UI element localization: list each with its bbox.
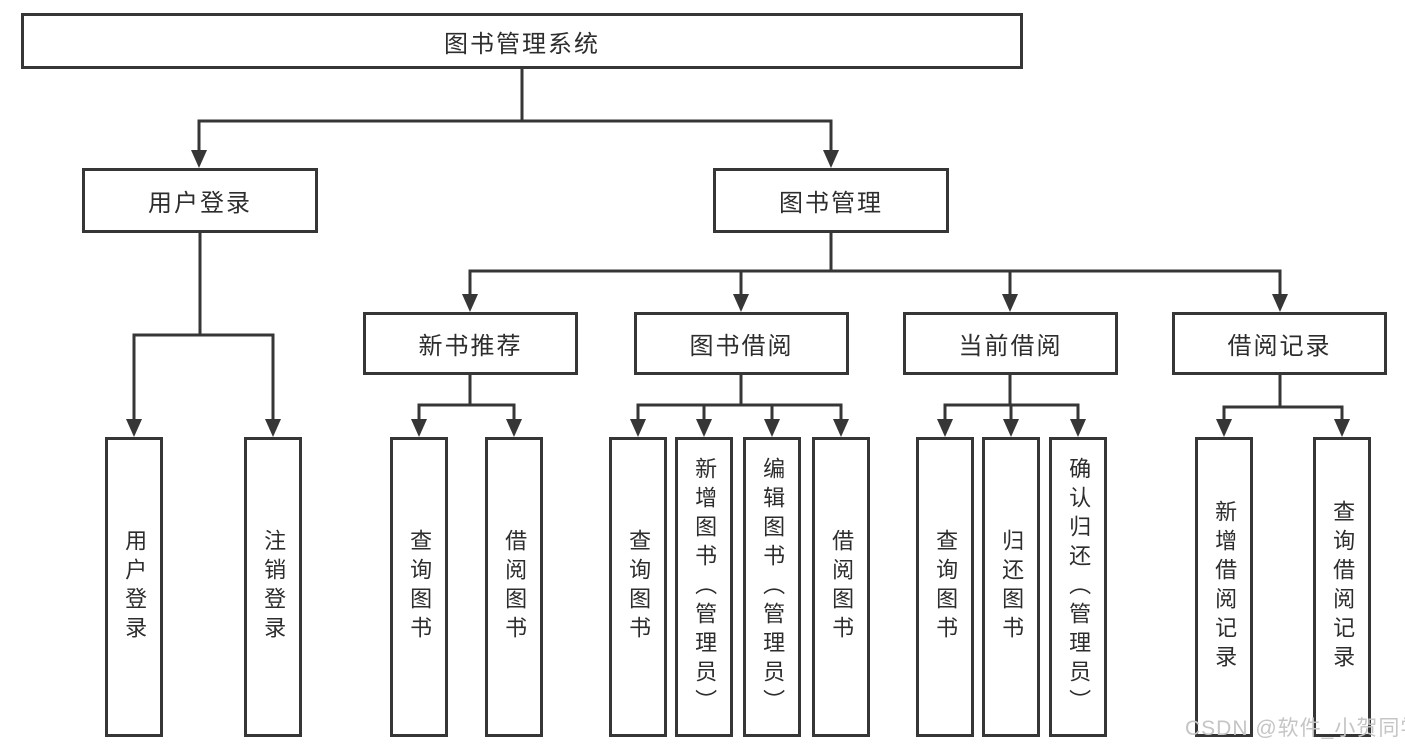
- node-current-borrow: 当前借阅: [903, 312, 1118, 375]
- leaf-return-book-label: 归还图书: [999, 529, 1025, 645]
- leaf-query-books-recommend-label: 查询图书: [407, 529, 433, 645]
- leaf-query-books-recommend: 查询图书: [390, 437, 448, 737]
- node-current-borrow-label: 当前借阅: [958, 333, 1063, 360]
- leaf-query-borrow-record-label: 查询借阅记录: [1330, 500, 1356, 674]
- leaf-borrow-books-recommend-label: 借阅图书: [502, 529, 528, 645]
- node-root: 图书管理系统: [21, 13, 1023, 69]
- leaf-user-login-label: 用户登录: [122, 529, 148, 645]
- leaf-add-book-admin-label: 新增图书（管理员）: [692, 456, 718, 718]
- leaf-query-borrow-record: 查询借阅记录: [1313, 437, 1371, 737]
- node-user-login-label: 用户登录: [148, 190, 252, 217]
- leaf-borrow-books-recommend: 借阅图书: [485, 437, 543, 737]
- leaf-query-books-current: 查询图书: [916, 437, 974, 737]
- leaf-borrow-books: 借阅图书: [812, 437, 870, 737]
- node-borrow-records-label: 借阅记录: [1227, 333, 1332, 360]
- node-root-label: 图书管理系统: [444, 30, 600, 58]
- leaf-add-borrow-record-label: 新增借阅记录: [1212, 500, 1238, 674]
- leaf-logout-label: 注销登录: [261, 529, 287, 645]
- leaf-query-books-borrow: 查询图书: [609, 437, 667, 737]
- leaf-return-book: 归还图书: [982, 437, 1040, 737]
- arrowheads: [126, 150, 1350, 437]
- node-new-book-recommend-label: 新书推荐: [418, 333, 523, 360]
- leaf-query-books-borrow-label: 查询图书: [626, 529, 652, 645]
- node-book-borrow-label: 图书借阅: [689, 333, 794, 360]
- node-new-book-recommend: 新书推荐: [363, 312, 578, 375]
- leaf-confirm-return-admin-label: 确认归还（管理员）: [1066, 456, 1092, 718]
- node-book-management-label: 图书管理: [779, 190, 883, 217]
- leaf-add-borrow-record: 新增借阅记录: [1195, 437, 1253, 737]
- csdn-watermark: CSDN @软件_小贺同学: [1185, 717, 1405, 740]
- leaf-confirm-return-admin: 确认归还（管理员）: [1049, 437, 1107, 737]
- leaf-add-book-admin: 新增图书（管理员）: [675, 437, 733, 737]
- leaf-edit-book-admin-label: 编辑图书（管理员）: [760, 456, 786, 718]
- node-user-login: 用户登录: [82, 168, 318, 233]
- leaf-logout: 注销登录: [244, 437, 302, 737]
- leaf-query-books-current-label: 查询图书: [933, 529, 959, 645]
- leaf-borrow-books-label: 借阅图书: [829, 529, 855, 645]
- leaf-edit-book-admin: 编辑图书（管理员）: [743, 437, 801, 737]
- node-book-management: 图书管理: [713, 168, 949, 233]
- leaf-user-login: 用户登录: [105, 437, 163, 737]
- node-book-borrow: 图书借阅: [634, 312, 849, 375]
- node-borrow-records: 借阅记录: [1172, 312, 1387, 375]
